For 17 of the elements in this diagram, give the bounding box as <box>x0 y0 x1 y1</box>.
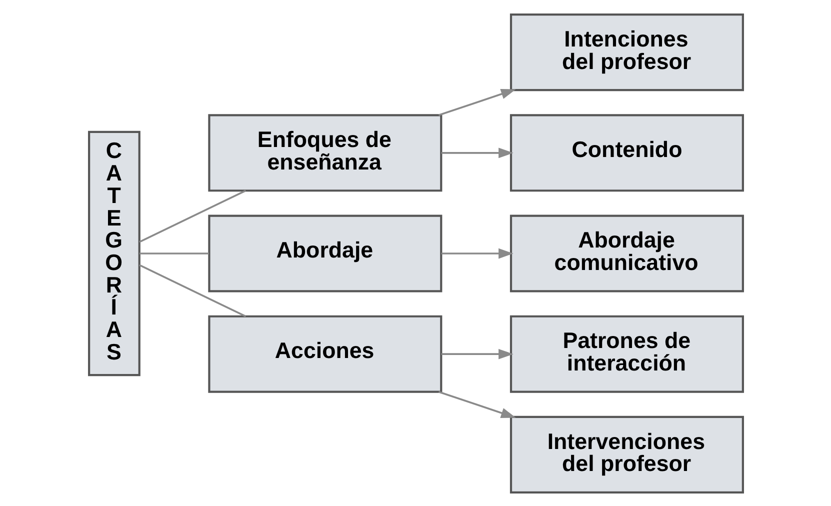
connector <box>139 252 208 254</box>
connector <box>138 264 246 317</box>
node-box: Acciones <box>208 314 442 392</box>
node-box: Enfoques de enseñanza <box>208 114 442 192</box>
arrow <box>440 348 513 359</box>
connector <box>138 189 246 242</box>
node-box: Abordaje comunicativo <box>509 214 744 292</box>
arrow <box>438 390 516 418</box>
node-box: Patrones de interacción <box>509 314 744 392</box>
arrow <box>438 88 516 116</box>
node-box: Intenciones del profesor <box>509 13 744 91</box>
arrow <box>440 147 513 158</box>
node-box: Intervenciones del profesor <box>509 415 744 493</box>
node-box: CATEGORÍAS <box>88 130 140 376</box>
node-box: Abordaje <box>208 214 442 292</box>
arrow <box>440 248 513 258</box>
node-box: Contenido <box>509 114 744 192</box>
